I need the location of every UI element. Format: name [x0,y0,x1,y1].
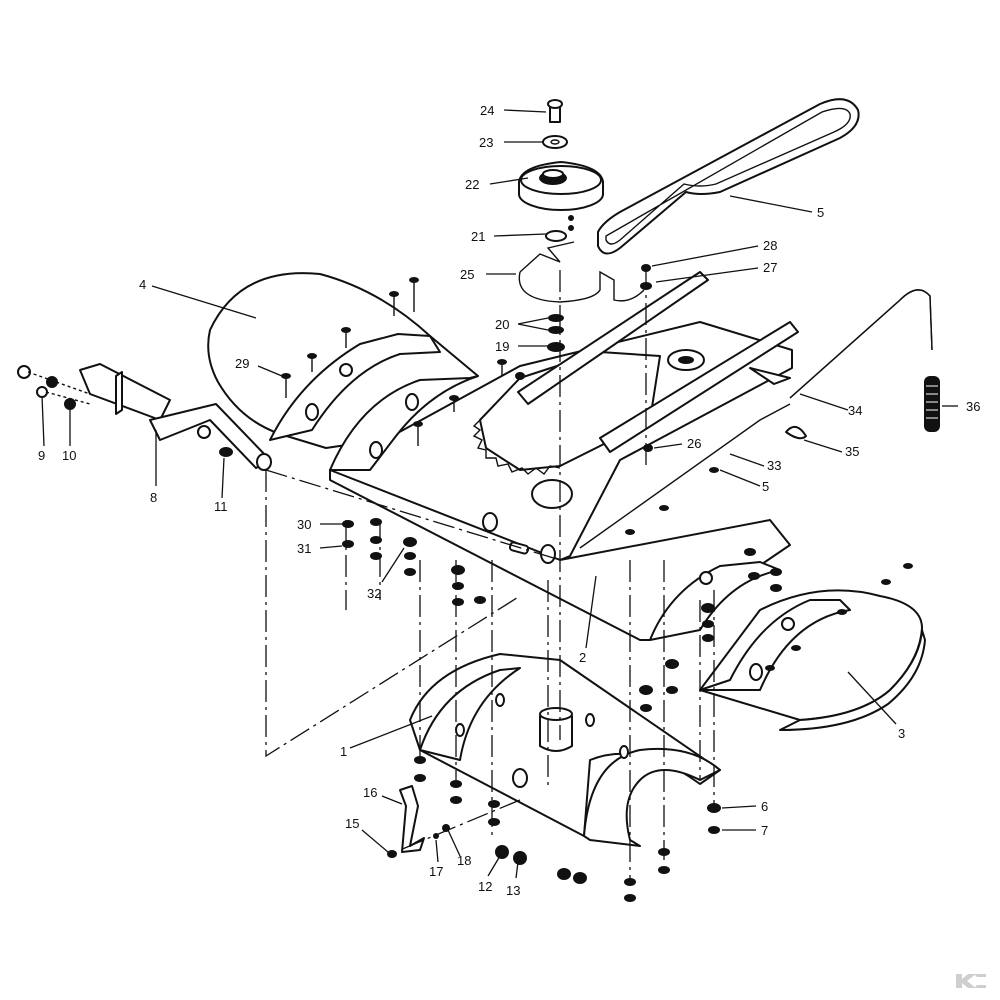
callout-35: 36 [966,399,980,414]
drive-belt [597,98,860,255]
left-shield [207,272,479,471]
callout-30: 31 [297,541,311,556]
callout-11: 11 [214,499,228,514]
callout-17: 18 [457,853,471,868]
callout-4: 4 [139,277,146,292]
callout-14: 15 [345,816,359,831]
callout-22: 23 [479,135,493,150]
callout-27: 28 [763,238,777,253]
bottom-shield [409,653,721,847]
callout-16: 17 [429,864,443,879]
fasteners [281,264,913,671]
right-shield [649,561,926,731]
callout-12: 12 [478,879,492,894]
callout-6: 6 [761,799,768,814]
callout-15: 16 [363,785,377,800]
callout-13: 13 [506,883,520,898]
nut-washer-stacks [342,518,782,902]
callout-23: 24 [480,103,494,118]
leader-lines [41,109,958,879]
callout-7: 7 [761,823,768,838]
callout-34: 35 [845,444,859,459]
callout-9: 9 [38,448,45,463]
callout-19: 20 [495,317,509,332]
callout-10: 10 [62,448,76,463]
callout-labels: 24 23 22 21 25 20 19 28 27 5 4 29 36 34 … [38,103,980,898]
callout-28: 29 [235,356,249,371]
detent-bracket [387,785,450,858]
callout-26: 27 [763,260,777,275]
frame-rails [517,271,799,453]
callout-32: 33 [767,458,781,473]
callout-20: 21 [471,229,485,244]
callout-8: 8 [150,490,157,505]
callout-3: 3 [898,726,905,741]
shift-handle [789,289,940,432]
callout-21: 22 [465,177,479,192]
callout-2: 2 [579,650,586,665]
assembly-lines [265,268,715,880]
callout-18: 19 [495,339,509,354]
callout-31: 32 [367,586,381,601]
callout-24: 25 [460,267,474,282]
callout-29: 30 [297,517,311,532]
callout-25: 26 [687,436,701,451]
callout-33: 34 [848,403,862,418]
callout-5: 5 [762,479,769,494]
pulley-assembly [518,99,604,242]
brand-logo-icon [956,974,986,988]
left-linkage [17,363,272,471]
callout-36: 5 [817,205,824,220]
callout-1: 1 [340,744,347,759]
shift-rod [579,403,807,549]
